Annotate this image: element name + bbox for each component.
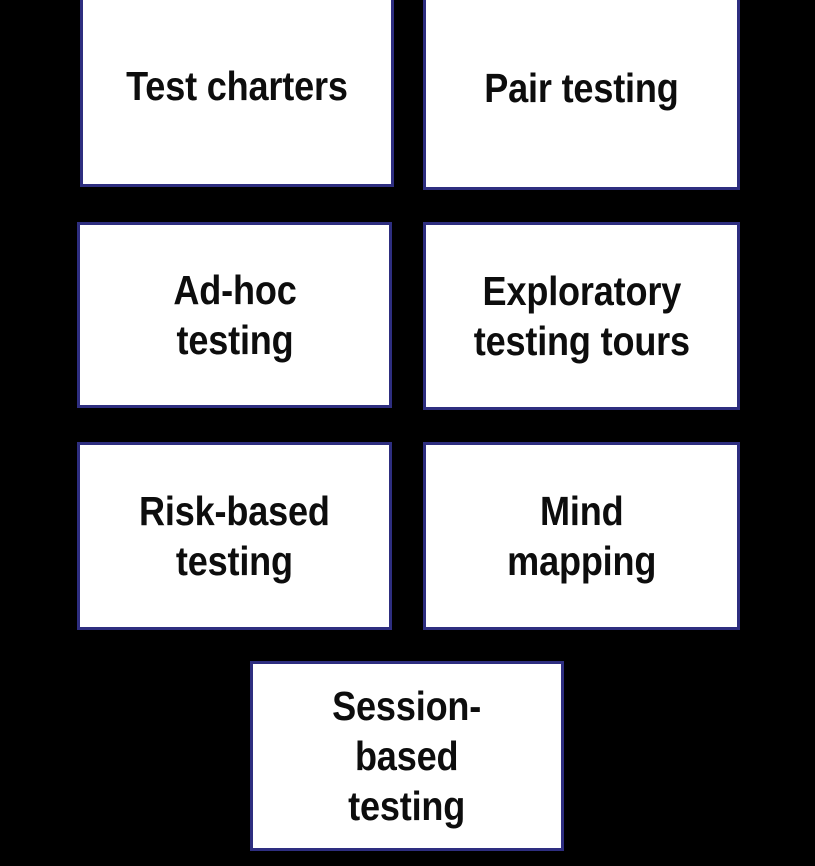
card-session-based-testing-label: Session- based testing: [332, 682, 482, 829]
card-pair-testing[interactable]: Pair testing: [423, 0, 740, 190]
card-exploratory-testing-tours-label: Exploratory testing tours: [473, 267, 690, 364]
card-risk-based-testing-label: Risk-based testing: [139, 487, 330, 584]
card-test-charters[interactable]: Test charters: [80, 0, 394, 187]
card-session-based-testing[interactable]: Session- based testing: [250, 661, 564, 851]
card-risk-based-testing[interactable]: Risk-based testing: [77, 442, 392, 630]
card-ad-hoc-testing-label: Ad-hoc testing: [172, 266, 297, 363]
card-mind-mapping-label: Mind mapping: [506, 487, 657, 584]
card-exploratory-testing-tours[interactable]: Exploratory testing tours: [423, 222, 740, 410]
card-ad-hoc-testing[interactable]: Ad-hoc testing: [77, 222, 392, 408]
card-test-charters-label: Test charters: [126, 63, 348, 110]
card-mind-mapping[interactable]: Mind mapping: [423, 442, 740, 630]
card-pair-testing-label: Pair testing: [484, 64, 679, 111]
